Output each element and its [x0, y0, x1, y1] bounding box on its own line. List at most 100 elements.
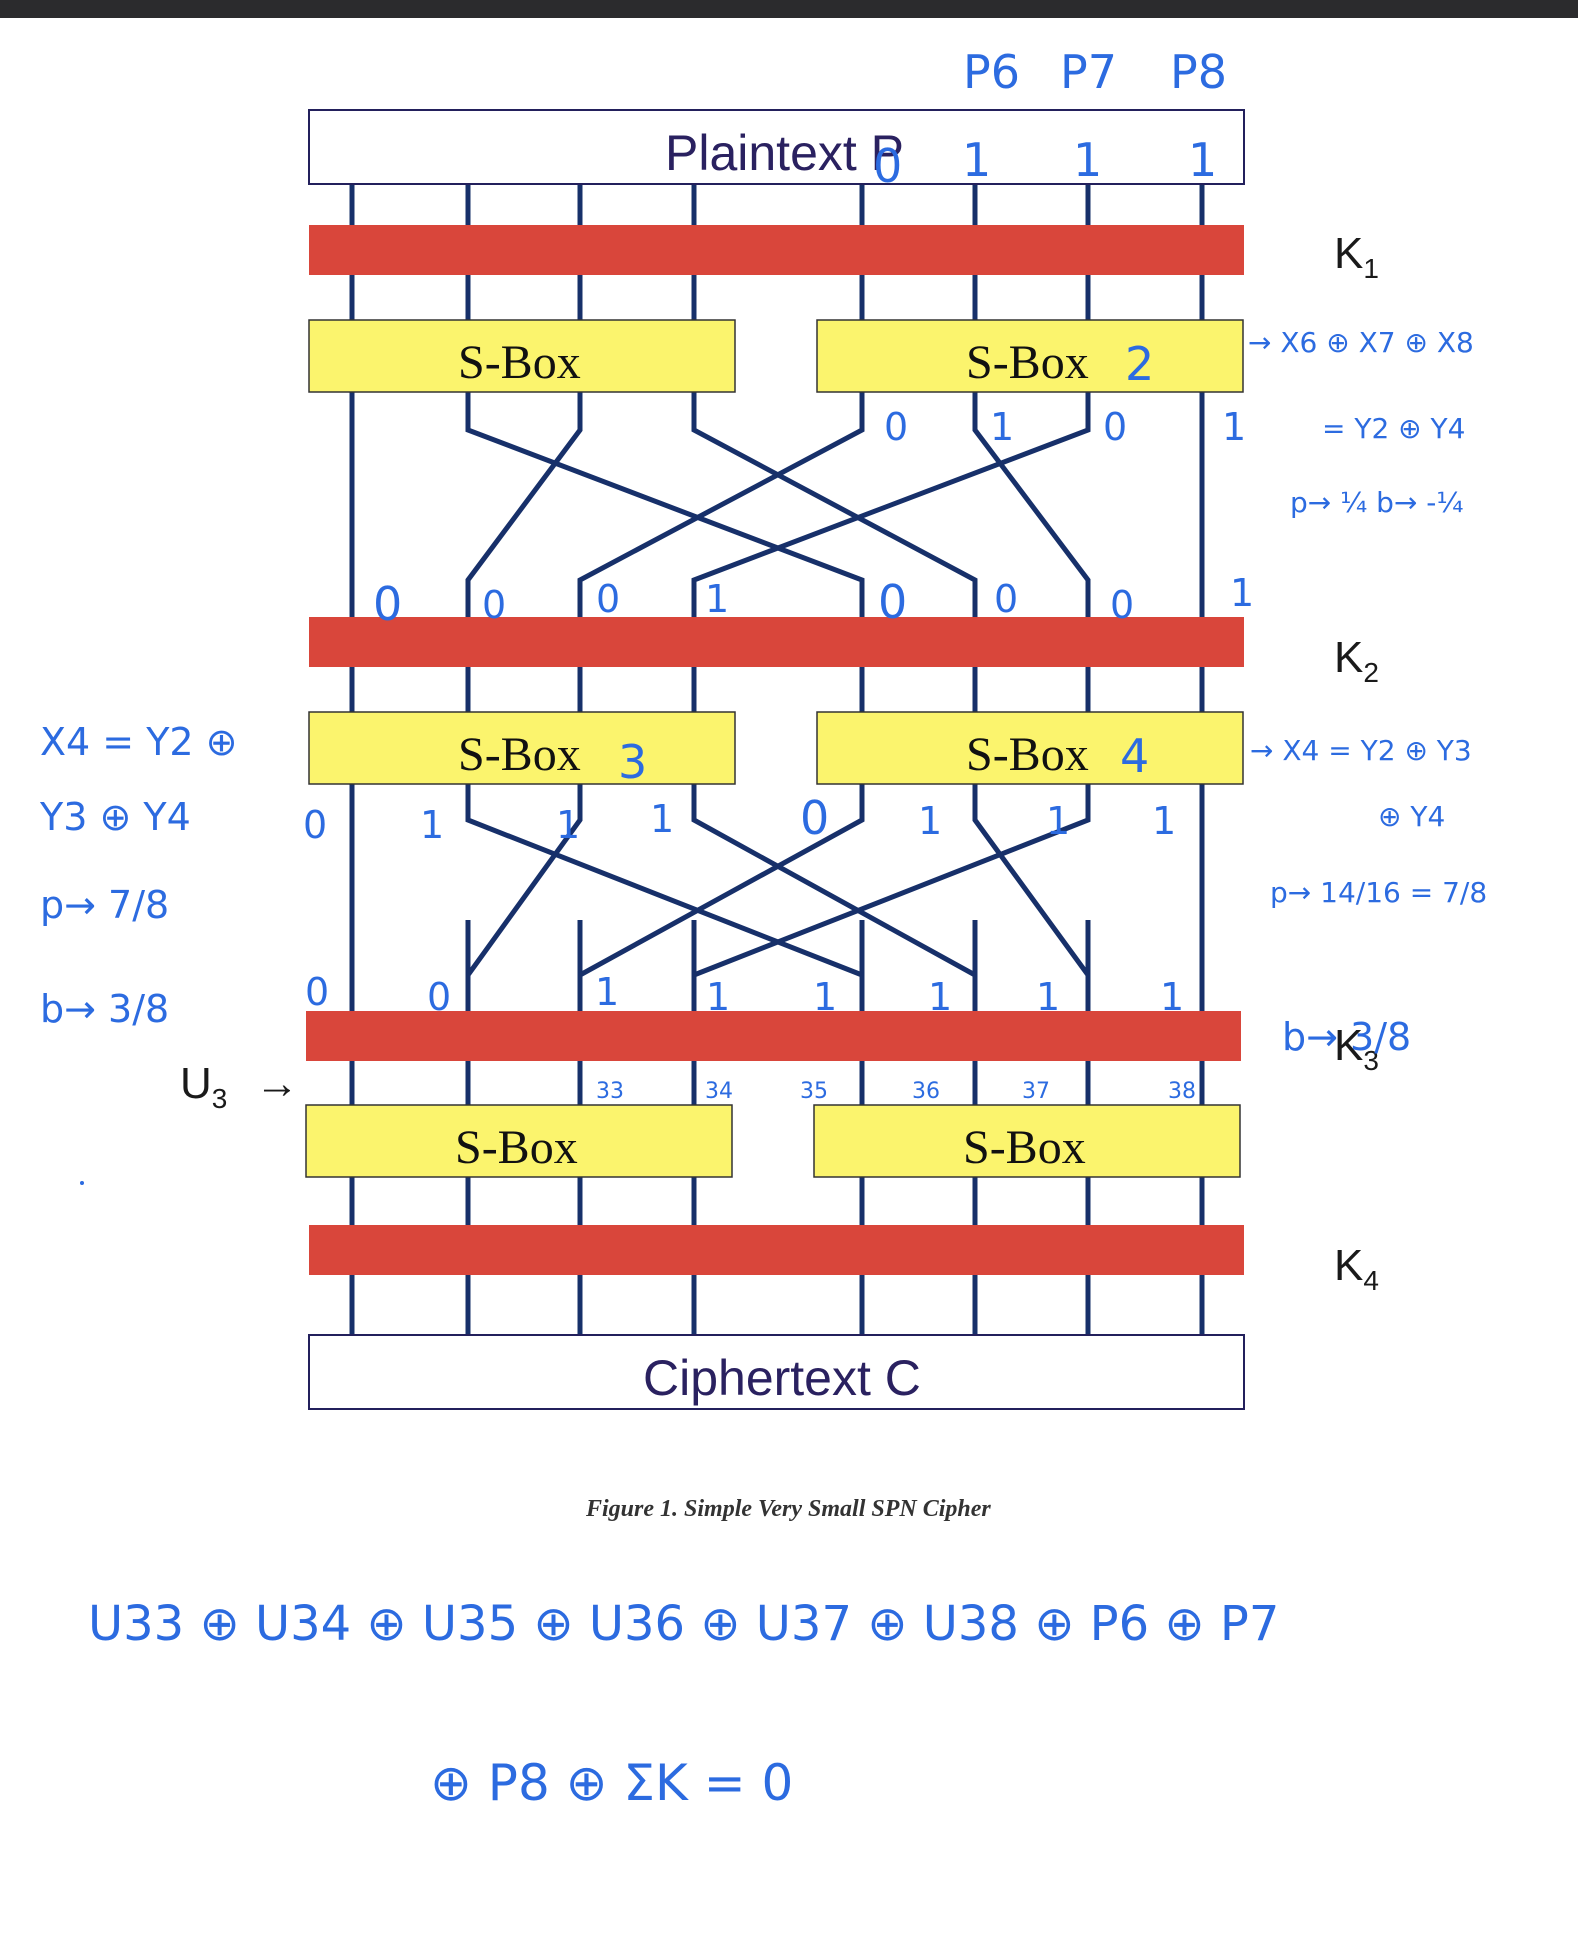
hw-k3-input: 1 [813, 975, 837, 1019]
permutation-wire [691, 784, 978, 1011]
plaintext-box [308, 109, 1245, 185]
hw-round2-output: 1 [1152, 799, 1176, 843]
plaintext-label: Plaintext P [665, 125, 904, 181]
sbox-label: S-Box [458, 336, 581, 389]
hw-k2-input: 0 [482, 583, 506, 627]
key-bar-k4 [309, 1225, 1244, 1275]
hw-left-note: b→ 3/8 [40, 987, 169, 1031]
key-label-k2: K2 [1334, 633, 1379, 688]
hw-round2-output: 1 [650, 797, 674, 841]
hw-k2-input: 0 [994, 577, 1018, 621]
hw-k3-input: 1 [1160, 975, 1184, 1019]
hw-right-note-2: b→ 3/8 [1282, 1015, 1411, 1059]
hw-plaintext-bit-header: P6 [963, 45, 1020, 99]
hw-k2-input: 0 [878, 575, 907, 629]
hw-round1-output: 0 [884, 405, 908, 449]
hw-sbox-number: 3 [618, 735, 647, 789]
hw-k2-input: 0 [1110, 583, 1134, 627]
hw-right-note-1: → X6 ⊕ X7 ⊕ X8 [1248, 326, 1474, 359]
sbox-label: S-Box [458, 728, 581, 781]
key-bar-k1 [309, 225, 1244, 275]
hw-stray-dot [80, 1181, 84, 1185]
permutation-wire [691, 392, 978, 617]
hw-round2-output: 0 [303, 803, 327, 847]
key-label-k4: K4 [1334, 1241, 1379, 1296]
permutation-wire [691, 392, 1091, 617]
sbox-label: S-Box [963, 1121, 1086, 1174]
sbox-round1-right [816, 319, 1244, 393]
hw-round1-output: 0 [1103, 405, 1127, 449]
hw-k3-input: 1 [595, 970, 619, 1014]
sbox-round3-left [305, 1104, 733, 1178]
hw-u3-index: 37 [1022, 1079, 1050, 1104]
hw-round1-output: 1 [990, 405, 1014, 449]
hw-sbox-number: 2 [1125, 337, 1154, 391]
hw-k2-input: 0 [596, 577, 620, 621]
sbox-label: S-Box [966, 336, 1089, 389]
hw-round1-output: 1 [1222, 405, 1246, 449]
hw-k2-input: 1 [1230, 571, 1254, 615]
hw-k3-input: 1 [1036, 975, 1060, 1019]
hw-plaintext-bit-header: P8 [1170, 45, 1227, 99]
ciphertext-box [308, 1334, 1245, 1410]
hw-plaintext-bit-header: P7 [1060, 45, 1117, 99]
hw-sbox-number: 4 [1120, 729, 1149, 783]
hw-round2-output: 1 [420, 803, 444, 847]
u3-label: U3 [180, 1059, 227, 1114]
hw-plaintext-bit: 1 [1073, 133, 1102, 187]
permutation-wire [972, 392, 1091, 617]
u3-arrow-icon: → [255, 1059, 299, 1108]
hw-plaintext-bit: 1 [1188, 133, 1217, 187]
hw-k2-input: 1 [705, 577, 729, 621]
hw-k3-input: 1 [928, 975, 952, 1019]
hw-u3-index: 38 [1168, 1079, 1196, 1104]
hw-k3-input: 0 [427, 975, 451, 1019]
permutation-wire [577, 392, 865, 617]
permutation-wire [465, 392, 583, 617]
ciphertext-label: Ciphertext C [643, 1350, 921, 1406]
hw-round2-output: 1 [918, 799, 942, 843]
hw-right-note-2: ⊕ Y4 [1378, 800, 1445, 833]
hw-u3-index: 35 [800, 1079, 828, 1104]
hw-equation-line-1: U33 ⊕ U34 ⊕ U35 ⊕ U36 ⊕ U37 ⊕ U38 ⊕ P6 ⊕… [88, 1596, 1279, 1652]
key-bar-k2 [309, 617, 1244, 667]
permutation-wires [349, 392, 1205, 1011]
hw-right-note-2: p→ 14/16 = 7/8 [1270, 876, 1487, 909]
sbox-round1-left [308, 319, 736, 393]
permutation-wire [577, 784, 865, 1011]
permutation-wire [465, 784, 583, 1011]
hw-plaintext-bit: 1 [962, 133, 991, 187]
sbox-label: S-Box [455, 1121, 578, 1174]
hw-u3-index: 34 [705, 1079, 733, 1104]
hw-u3-index: 36 [912, 1079, 940, 1104]
permutation-wire [972, 784, 1091, 1011]
key-bar-k3 [306, 1011, 1241, 1061]
hw-k2-input: 0 [373, 577, 402, 631]
hw-left-note: Y3 ⊕ Y4 [39, 795, 191, 839]
sbox-round2-left [308, 711, 736, 785]
sbox-round2-right [816, 711, 1244, 785]
permutation-wire [465, 784, 865, 1011]
hw-u3-index: 33 [596, 1079, 624, 1104]
sbox-round3-right [813, 1104, 1241, 1178]
key-label-k1: K1 [1334, 229, 1379, 284]
permutation-wire [465, 392, 865, 617]
permutation-wire [691, 784, 1091, 1011]
hw-left-note: p→ 7/8 [40, 883, 169, 927]
hw-round2-output: 1 [1046, 799, 1070, 843]
window-top-bar [0, 0, 1578, 18]
hw-plaintext-bit: 0 [873, 139, 902, 193]
sbox-label: S-Box [966, 728, 1089, 781]
hw-round2-output: 1 [556, 803, 580, 847]
hw-right-note-1: = Y2 ⊕ Y4 [1322, 412, 1465, 445]
hw-round2-output: 0 [800, 791, 829, 845]
handwritten-annotations: P6 P7 P8 0 1 1 1 2 3 4 0 1 0 1 0 0 0 1 0… [39, 45, 1487, 1812]
hw-k3-input: 1 [706, 975, 730, 1019]
figure-caption: Figure 1. Simple Very Small SPN Cipher [585, 1496, 991, 1522]
hw-right-note-2: → X4 = Y2 ⊕ Y3 [1250, 734, 1472, 767]
hw-left-note: X4 = Y2 ⊕ [40, 720, 238, 764]
hw-right-note-1: p→ ¼ b→ -¼ [1290, 486, 1464, 519]
hw-equation-line-2: ⊕ P8 ⊕ ΣK = 0 [430, 1754, 793, 1812]
hw-k3-input: 0 [305, 970, 329, 1014]
